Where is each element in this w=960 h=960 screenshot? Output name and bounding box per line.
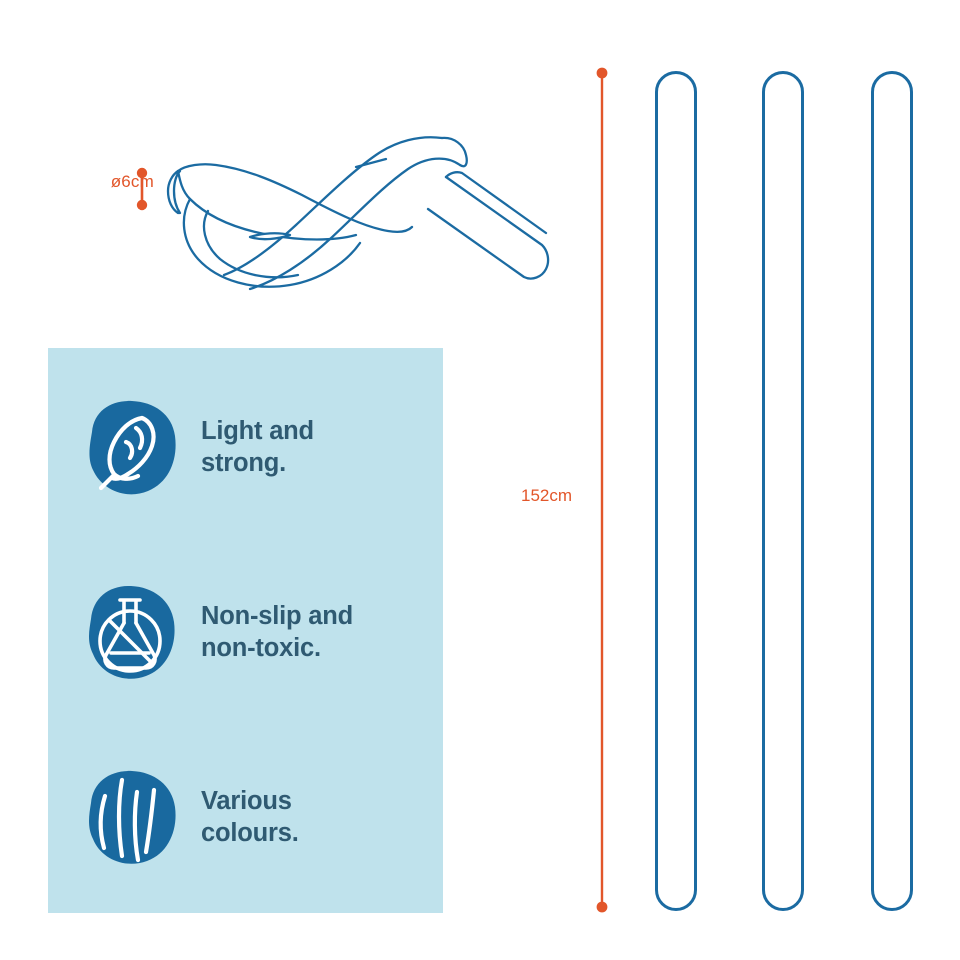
noodle-tube — [762, 71, 804, 911]
feature-item-non-slip-non-toxic: Non-slip and non-toxic. — [82, 583, 422, 682]
feature-label: Various colours. — [201, 787, 299, 847]
diameter-label: ø6cm — [110, 172, 154, 191]
no-toxic-flask-icon — [82, 583, 179, 682]
knotted-noodle-illustration — [150, 125, 570, 310]
feather-icon — [82, 398, 179, 497]
knot-line-art-icon — [166, 136, 550, 291]
feature-label: Light and strong. — [201, 417, 314, 477]
features-panel: Light and strong. — [48, 348, 443, 913]
feature-label: Non-slip and non-toxic. — [201, 602, 354, 662]
length-label: 152cm — [521, 486, 573, 505]
length-dimension-line — [590, 60, 620, 925]
noodle-tube — [871, 71, 913, 911]
length-dimension-line-icon — [596, 67, 608, 913]
feature-item-light-and-strong: Light and strong. — [82, 398, 422, 497]
colour-strands-icon — [82, 768, 179, 867]
diameter-callout: ø6cm — [60, 158, 180, 218]
feature-item-various-colours: Various colours. — [82, 768, 422, 867]
diameter-dimension-line-icon — [136, 167, 148, 211]
noodle-tube — [655, 71, 697, 911]
